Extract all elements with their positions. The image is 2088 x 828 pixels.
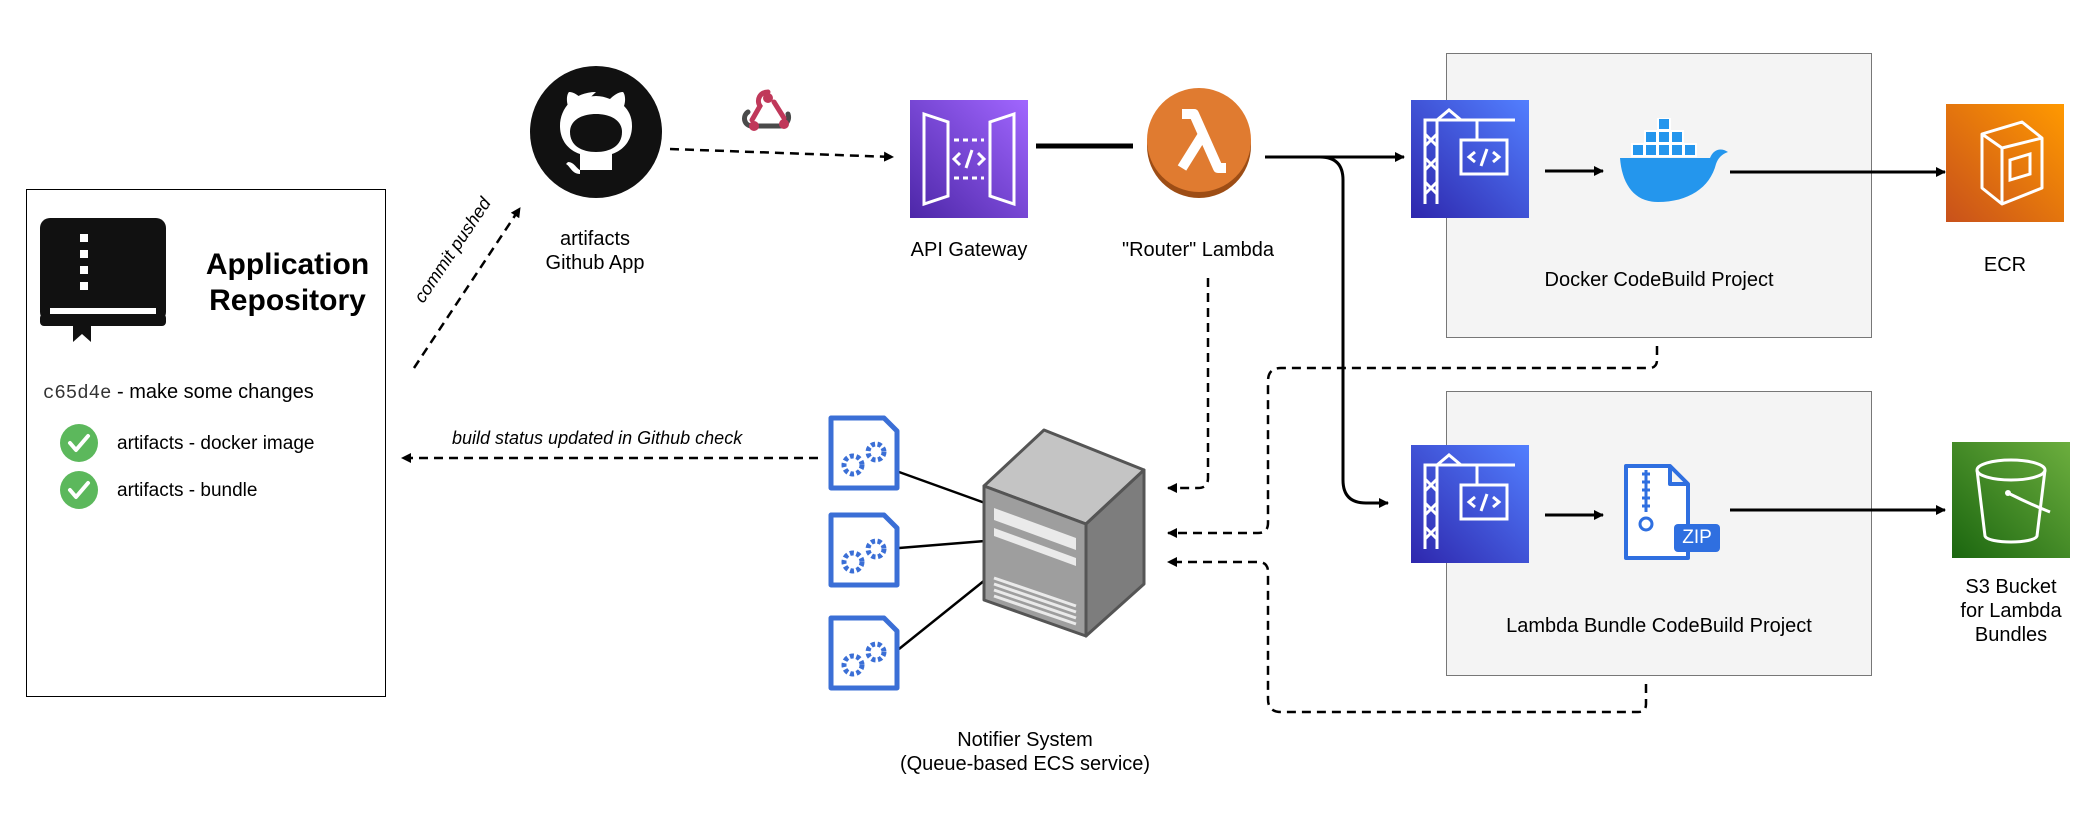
server-icon <box>980 428 1148 643</box>
zip-file-icon: ZIP <box>1622 462 1722 567</box>
webhook-icon <box>740 86 796 143</box>
codebuild-icon <box>1411 100 1529 223</box>
github-app-label: artifacts Github App <box>515 227 675 275</box>
ecr-icon <box>1946 104 2064 227</box>
lambda-project-label: Lambda Bundle CodeBuild Project <box>1506 615 1812 637</box>
commit-entry: c65d4e - make some changes <box>43 381 314 404</box>
config-to-server-line-1 <box>898 470 986 505</box>
repository-book-icon <box>38 216 168 351</box>
commit-pushed-arrow <box>412 207 522 369</box>
notifier-label-line2: (Queue-based ECS service) <box>899 753 1151 775</box>
docker-icon <box>1618 117 1730 207</box>
lambda-to-lambda-codebuild-arrow <box>1319 155 1389 508</box>
api-gateway-label: API Gateway <box>910 239 1028 261</box>
check-label-docker-image: artifacts - docker image <box>117 433 315 454</box>
lambda-icon <box>1146 88 1252 205</box>
api-gateway-icon <box>910 100 1028 223</box>
build-status-label: build status updated in Github check <box>452 428 743 448</box>
codebuild-icon <box>1411 445 1529 568</box>
s3-label-line3: Bundles <box>1974 624 2048 646</box>
config-file-icon <box>828 512 900 593</box>
lambda-project-to-notifier-arrow <box>1167 557 1648 714</box>
config-to-server-line-3 <box>898 579 986 650</box>
repository-title-line2: Repository <box>209 284 366 317</box>
config-to-server-line-2 <box>898 539 986 550</box>
config-file-icon <box>828 615 900 696</box>
docker-project-label: Docker CodeBuild Project <box>1544 269 1774 291</box>
s3-label-line1: S3 Bucket <box>1965 576 2057 598</box>
config-file-icon <box>828 415 900 496</box>
zip-text: ZIP <box>1682 527 1712 548</box>
notifier-label: Notifier System (Queue-based ECS service… <box>865 728 1185 776</box>
docker-project-to-notifier-arrow <box>1167 346 1659 538</box>
github-icon <box>530 66 662 203</box>
ecr-label: ECR <box>1983 254 2027 276</box>
commit-message: - make some changes <box>111 381 314 403</box>
application-repository-box <box>26 189 386 697</box>
s3-label: S3 Bucket for Lambda Bundles <box>1926 575 2088 647</box>
s3-label-line2: for Lambda <box>1960 600 2062 622</box>
lambda-to-notifier-arrow <box>1167 278 1210 493</box>
router-lambda-label: "Router" Lambda <box>1121 239 1275 261</box>
check-passed-icon <box>60 424 98 467</box>
notifier-label-line1: Notifier System <box>957 729 1093 751</box>
s3-bucket-icon <box>1952 442 2070 563</box>
repository-title: Application Repository <box>195 247 380 319</box>
check-label-bundle: artifacts - bundle <box>117 480 258 501</box>
github-to-api-gateway-arrow <box>669 147 894 162</box>
commit-hash: c65d4e <box>43 382 112 404</box>
github-app-label-line2: Github App <box>545 252 645 274</box>
github-app-label-line1: artifacts <box>559 228 631 250</box>
repository-title-line1: Application <box>205 248 370 281</box>
check-passed-icon <box>60 471 98 514</box>
